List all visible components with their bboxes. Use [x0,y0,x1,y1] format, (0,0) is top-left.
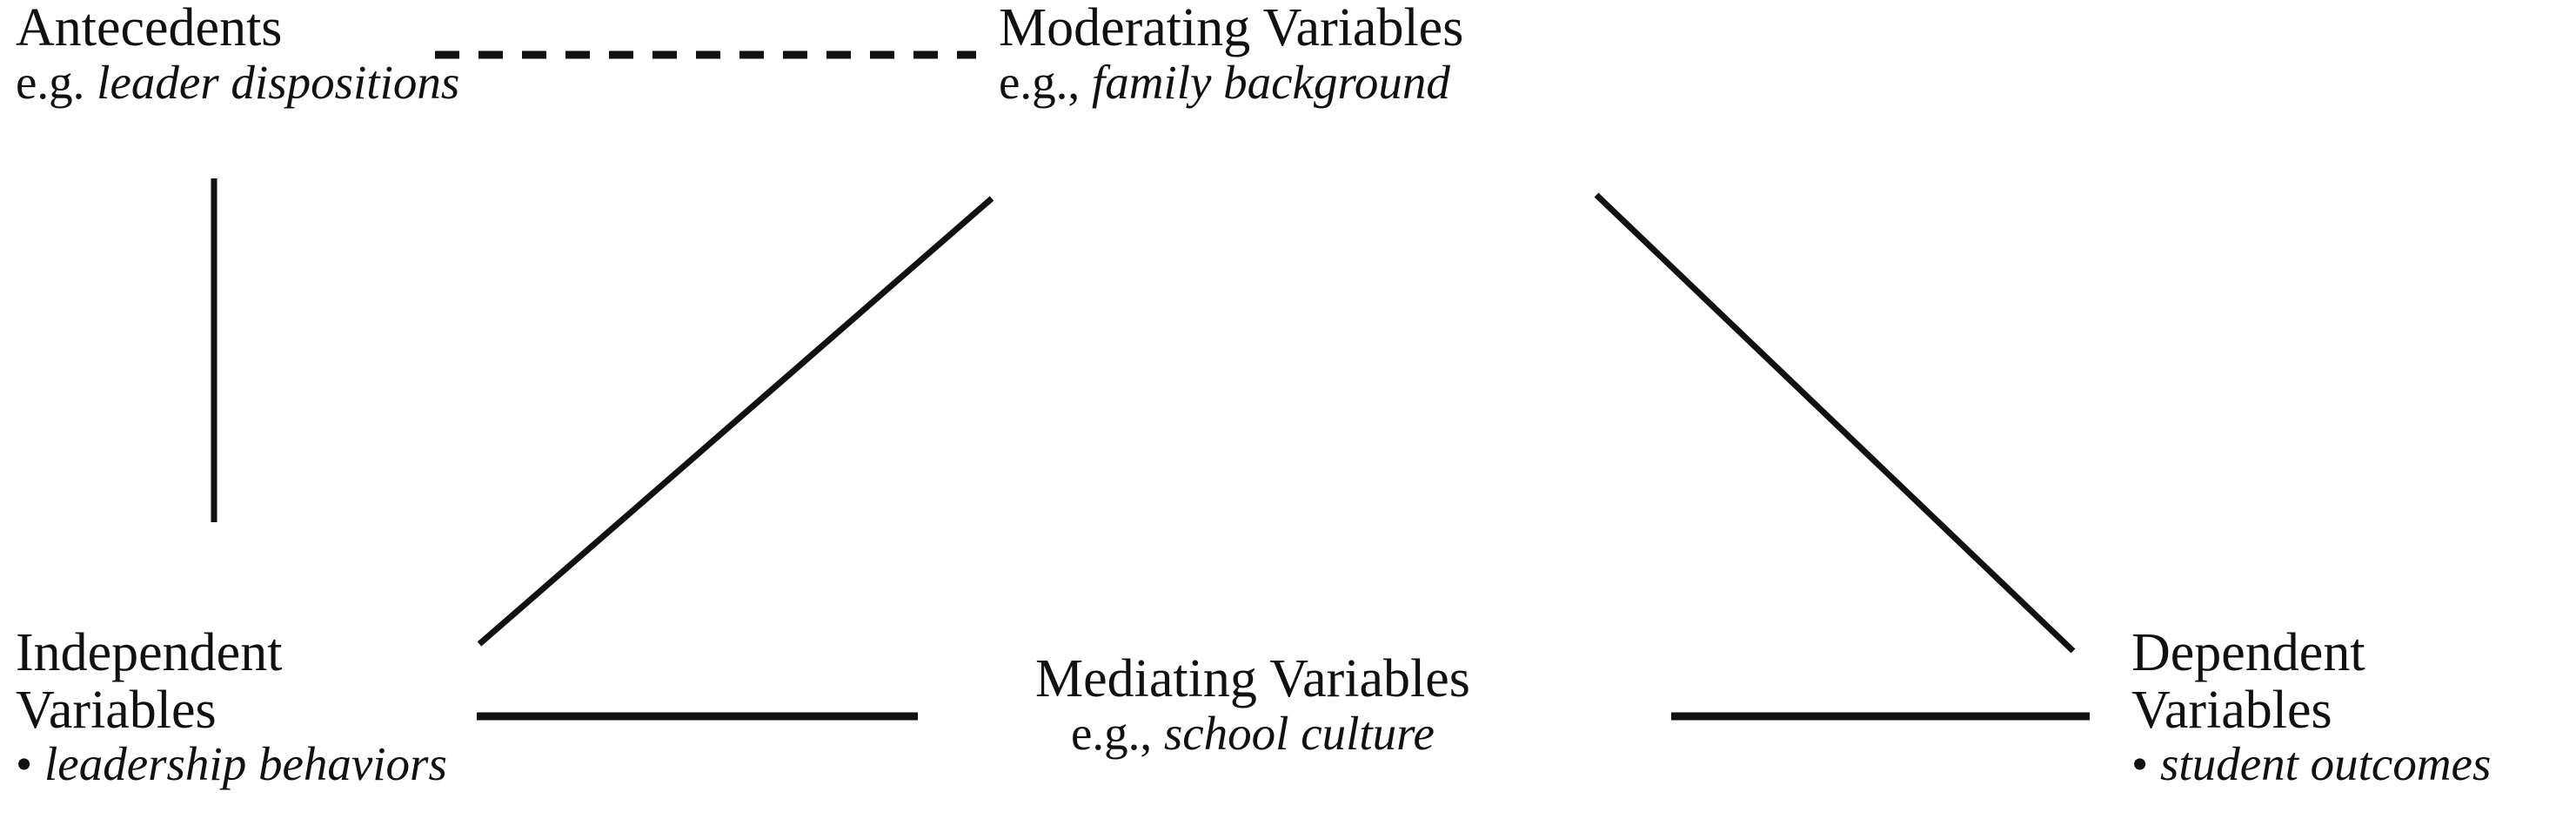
edge-moderating-to-independent [477,196,994,647]
node-moderating-variables-title: Moderating Variables [999,0,1464,57]
node-antecedents-subtitle-example: leader dispositions [84,55,460,109]
node-dependent-variables: Dependent Variables • student outcomes [2131,623,2491,790]
node-antecedents-subtitle: e.g. leader dispositions [16,57,459,108]
node-independent-variables: Independent Variables • leadership behav… [16,623,447,790]
node-independent-variables-title-line1: Independent [16,623,283,682]
bullet-icon: • [16,737,33,791]
node-mediating-variables-subtitle-example: school culture [1152,706,1435,760]
node-independent-variables-bullet: • leadership behaviors [16,739,447,789]
node-dependent-variables-title-line2: Variables [2131,680,2332,740]
node-dependent-variables-title-line1: Dependent [2131,623,2365,682]
node-mediating-variables: Mediating Variables e.g., school culture [1035,649,1470,759]
node-antecedents-subtitle-prefix: e.g. [16,55,85,109]
node-independent-variables-title-line2: Variables [16,680,217,740]
node-antecedents: Antecedents e.g. leader dispositions [16,0,459,108]
node-moderating-variables-subtitle-prefix: e.g., [999,55,1081,109]
node-dependent-variables-bullet-text: student outcomes [2148,737,2492,791]
node-mediating-variables-title: Mediating Variables [1035,649,1470,708]
node-mediating-variables-subtitle-prefix: e.g., [1070,706,1153,760]
node-mediating-variables-subtitle: e.g., school culture [1035,708,1470,759]
node-independent-variables-bullet-text: leadership behaviors [32,737,447,791]
bullet-icon: • [2131,737,2149,791]
node-moderating-variables: Moderating Variables e.g., family backgr… [999,0,1463,108]
node-antecedents-title: Antecedents [16,0,283,57]
node-moderating-variables-subtitle-example: family background [1080,55,1450,109]
node-dependent-variables-bullet: • student outcomes [2131,739,2491,789]
edge-moderating-to-dependent [1594,192,2076,654]
node-moderating-variables-subtitle: e.g., family background [999,57,1463,108]
